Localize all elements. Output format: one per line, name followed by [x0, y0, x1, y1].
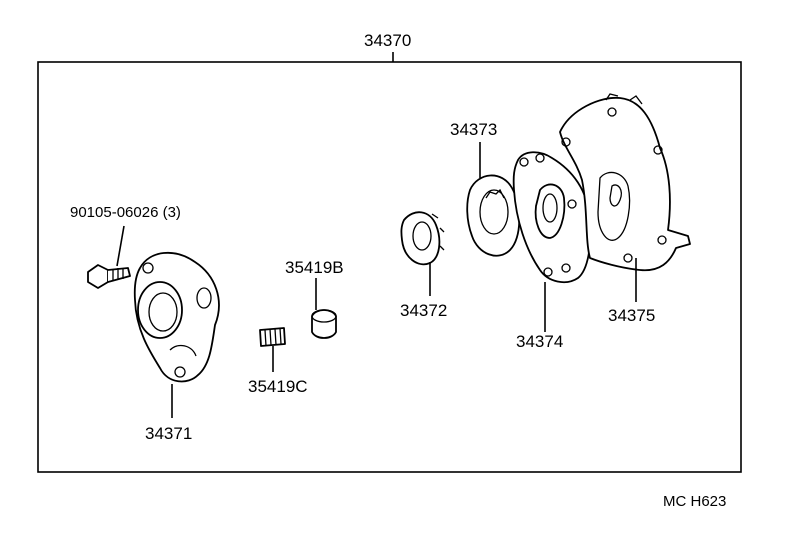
pump-cover-part — [133, 251, 220, 383]
assembly-frame — [37, 61, 742, 473]
part-label-pump-cover: 34371 — [145, 424, 193, 443]
part-label-bolt: 90105-06026 (3) — [70, 204, 181, 221]
part-label-relief-plug: 35419B — [285, 258, 344, 277]
part-label-spring: 35419C — [248, 377, 308, 396]
driven-gear-part — [466, 174, 521, 257]
part-label-driven-gear: 34373 — [450, 120, 498, 139]
part-label-pump-body: 34375 — [608, 306, 656, 325]
drive-gear-part — [400, 211, 445, 266]
spring-part — [259, 327, 286, 347]
bolt-part — [87, 264, 131, 289]
relief-plug-part — [311, 309, 337, 339]
bolt-leader — [116, 225, 125, 267]
pump-plate-part — [512, 151, 592, 284]
part-label-drive-gear: 34372 — [400, 301, 448, 320]
part-label-pump-plate: 34374 — [516, 332, 564, 351]
pump-body-part — [559, 93, 691, 272]
diagram-code: MC H623 — [663, 493, 727, 510]
assembly-number: 34370 — [364, 31, 412, 50]
